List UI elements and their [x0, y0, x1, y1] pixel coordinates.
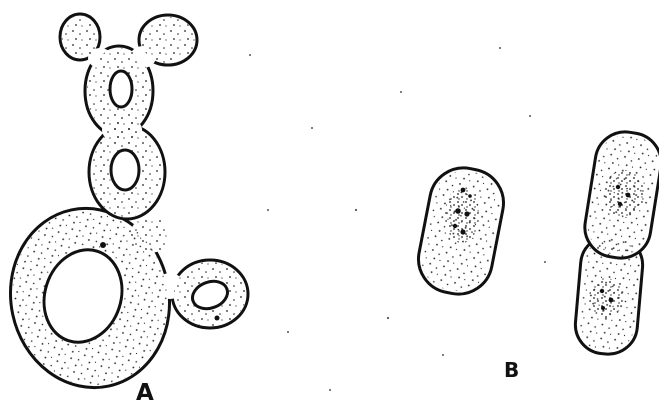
vacuole-upper — [110, 71, 132, 107]
nucleus-lower — [589, 278, 623, 318]
vacuole-middle — [111, 150, 139, 190]
panel-label-b: B — [504, 360, 519, 380]
panel-label-a: A — [136, 382, 154, 405]
granule-dot — [215, 316, 220, 321]
rod-cells-stipple — [416, 131, 659, 353]
nucleus-upper — [604, 170, 644, 218]
granule-dot — [100, 242, 106, 248]
nucleus-single — [445, 187, 479, 243]
